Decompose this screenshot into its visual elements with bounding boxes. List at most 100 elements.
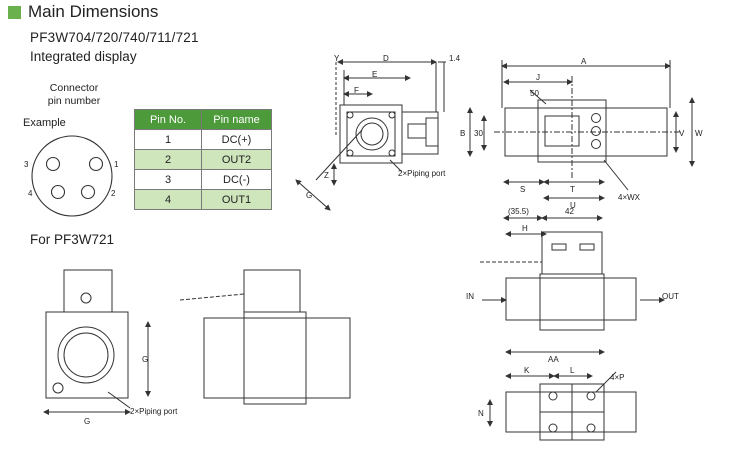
dim-label-G-bottom: G xyxy=(84,417,90,426)
dim-label-N: N xyxy=(478,409,484,418)
mount-screw xyxy=(388,111,396,119)
dim-label-D: D xyxy=(383,54,389,63)
pipe-body xyxy=(505,277,637,321)
piping-port-label: 2×Piping port xyxy=(398,169,446,178)
dim-label-42: 42 xyxy=(565,207,574,216)
section-marker xyxy=(8,6,21,19)
display-window xyxy=(407,123,427,139)
mount-screw xyxy=(80,292,92,304)
table-row: 4 OUT1 xyxy=(134,189,272,210)
display-unit xyxy=(541,231,603,275)
model-list: PF3W704/720/740/711/721 xyxy=(30,30,199,45)
flow-in-label: IN xyxy=(466,292,474,301)
dim-label-F: F xyxy=(354,86,359,95)
ext-line xyxy=(315,129,363,181)
pin-hole-1 xyxy=(88,156,104,172)
leader-line xyxy=(529,89,547,105)
pin-hole-4 xyxy=(50,184,66,200)
sensor-body xyxy=(243,311,307,405)
piping-port-label-721: 2×Piping port xyxy=(130,407,178,416)
dim-label-W: W xyxy=(695,129,703,138)
pipe-body xyxy=(203,317,351,399)
connector-diagram xyxy=(31,135,113,217)
dim-label-B: B xyxy=(460,129,465,138)
mount-screw xyxy=(346,149,354,157)
dim-label-H: H xyxy=(522,224,528,233)
dim-G xyxy=(295,179,331,211)
pf3w721-front-drawing xyxy=(43,269,151,415)
dim-label-J: J xyxy=(536,73,540,82)
leader-line xyxy=(389,159,403,173)
dim-label-U: U xyxy=(570,201,576,210)
pf3w721-side-drawing xyxy=(179,269,351,405)
mount-hole xyxy=(586,423,596,433)
mount-hole xyxy=(548,423,558,433)
dim-label-A: A xyxy=(581,57,587,66)
pin-label-2: 2 xyxy=(111,189,116,198)
alt-model-heading: For PF3W721 xyxy=(30,232,115,247)
dim-label-E: E xyxy=(372,70,377,79)
pin-label-4: 4 xyxy=(28,189,33,198)
dim-label-AA: AA xyxy=(548,355,559,364)
mount-screw xyxy=(346,111,354,119)
section-title: Main Dimensions xyxy=(28,2,159,21)
pin-table-header: Pin No. Pin name xyxy=(134,109,272,130)
pin-name-cell: OUT1 xyxy=(201,189,272,210)
mount-screw xyxy=(52,382,64,394)
dim-label-G: G xyxy=(306,191,312,200)
display-window xyxy=(551,243,567,251)
button-icon xyxy=(591,126,601,136)
dim-label-G-side: G xyxy=(142,355,148,364)
pin-hole-2 xyxy=(80,184,96,200)
button-icon xyxy=(591,113,601,123)
leader-line xyxy=(595,371,617,393)
dim-label-V: V xyxy=(679,129,685,138)
dim-label-35-5: (35.5) xyxy=(508,207,529,216)
flow-out-label: OUT xyxy=(662,292,679,301)
pin-label-3: 3 xyxy=(24,160,29,169)
dim-label-30: 30 xyxy=(474,129,483,138)
pin-no-cell: 4 xyxy=(134,189,202,210)
horizontal-view-drawing xyxy=(480,215,665,355)
piping-port-inner xyxy=(360,122,384,146)
connector-example-label: Example xyxy=(23,117,66,129)
pin-table: Pin No. Pin name 1 DC(+) 2 OUT2 3 DC(-) … xyxy=(134,109,272,210)
dim-label-Y: Y xyxy=(334,54,340,63)
sensor-body xyxy=(339,104,403,164)
mount-screw xyxy=(388,149,396,157)
connector-box xyxy=(63,269,113,313)
dim-label-4xP: 4×P xyxy=(610,373,624,382)
front-view-drawing xyxy=(467,60,695,201)
connector-housing xyxy=(425,117,439,147)
dim-label-1-4: 1.4 xyxy=(449,54,461,63)
connector-box xyxy=(243,269,301,313)
connector-outline xyxy=(31,135,113,217)
lcd-display xyxy=(544,115,580,147)
dim-label-50: 50 xyxy=(530,89,539,98)
dim-label-T: T xyxy=(570,185,575,194)
dim-label-Z: Z xyxy=(324,171,329,180)
leader-line xyxy=(107,391,131,409)
pin-label-1: 1 xyxy=(114,160,119,169)
table-row: 2 OUT2 xyxy=(134,149,272,170)
button-icon xyxy=(591,139,601,149)
piping-port-inner xyxy=(63,332,109,378)
sensor-body xyxy=(45,311,129,399)
bottom-view-drawing xyxy=(487,371,637,441)
piping-port-circle xyxy=(355,117,389,151)
dim-label-4xWX: 4×WX xyxy=(618,193,641,202)
pin-hole-3 xyxy=(45,156,61,172)
pin-name-cell: OUT2 xyxy=(201,149,272,170)
dim-label-L: L xyxy=(570,366,575,375)
pin-name-header: Pin name xyxy=(201,109,272,130)
display-type: Integrated display xyxy=(30,49,137,64)
cable-line xyxy=(179,293,245,301)
sensor-body xyxy=(539,273,605,331)
side-view-drawing xyxy=(295,59,446,211)
pin-no-header: Pin No. xyxy=(134,109,202,130)
pipe-body xyxy=(505,391,637,433)
connector-label: Connector pin number xyxy=(47,82,101,107)
display-window xyxy=(579,243,595,251)
sensor-face xyxy=(346,111,396,157)
